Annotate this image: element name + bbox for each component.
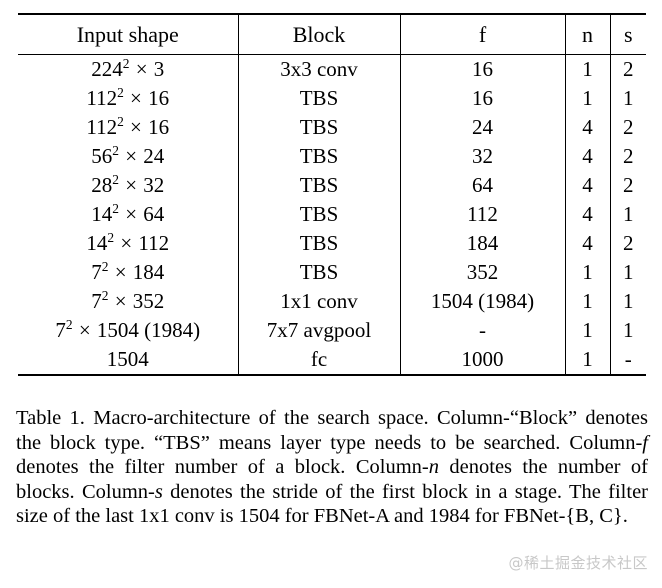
cell-input-shape: 72 × 352	[91, 288, 165, 313]
caption-text-segment: Table 1. Macro-architecture of the searc…	[16, 407, 648, 454]
cell-s: 1	[609, 84, 646, 113]
cell-n: 4	[564, 229, 610, 258]
cell-block: TBS	[237, 84, 400, 113]
cell-block: TBS	[237, 171, 400, 200]
cell-s: 2	[609, 54, 646, 84]
watermark: @稀土掘金技术社区	[508, 554, 648, 572]
cell-f: 352	[399, 258, 565, 287]
cell-f: 32	[399, 142, 565, 171]
cell-s: 1	[609, 287, 646, 316]
cell-n: 1	[564, 258, 610, 287]
cell-input-shape: 2242 × 3	[91, 56, 165, 81]
column-header-input-shape: Input shape	[18, 13, 238, 55]
table-caption: Table 1. Macro-architecture of the searc…	[16, 406, 648, 529]
cell-s: 1	[609, 316, 646, 345]
cell-input-shape: 72 × 184	[91, 259, 165, 284]
cell-block: fc	[237, 345, 400, 376]
caption-text-segment: denotes the stride of the first block in…	[16, 480, 648, 528]
cell-block: 3x3 conv	[237, 54, 400, 84]
cell-n: 1	[564, 84, 610, 113]
cell-f: 1504 (1984)	[399, 287, 565, 316]
cell-f: 16	[399, 54, 565, 84]
cell-block: TBS	[237, 229, 400, 258]
cell-n: 1	[564, 54, 610, 84]
cell-n: 4	[564, 142, 610, 171]
cell-s: 2	[609, 142, 646, 171]
cell-block: TBS	[237, 200, 400, 229]
caption-math-symbol: n	[428, 456, 439, 478]
caption-math-symbol: f	[642, 431, 648, 454]
cell-input-shape: 562 × 24	[91, 143, 165, 168]
caption-text-segment: denotes the number of blocks. Column-	[16, 456, 648, 503]
cell-block: TBS	[237, 258, 400, 287]
cell-f: 184	[399, 229, 565, 258]
cell-input-shape: 1122 × 16	[86, 85, 170, 110]
caption-math-symbol: s	[154, 480, 163, 503]
column-header-n: n	[564, 13, 610, 55]
cell-f: 112	[399, 200, 565, 229]
cell-n: 4	[564, 200, 610, 229]
cell-s: 2	[609, 113, 646, 142]
cell-s: 2	[609, 171, 646, 200]
cell-s: 1	[609, 200, 646, 229]
macro-architecture-table: Input shape Block f n s 2242 × 3 3x3 conv…	[18, 13, 646, 376]
column-header-f: f	[399, 13, 565, 55]
cell-s: -	[609, 345, 646, 376]
cell-f: -	[399, 316, 565, 345]
cell-input-shape: 1122 × 16	[86, 114, 170, 139]
cell-n: 4	[564, 113, 610, 142]
cell-f: 16	[399, 84, 565, 113]
cell-input-shape: 142 × 64	[91, 201, 165, 226]
cell-block: TBS	[237, 113, 400, 142]
cell-n: 1	[564, 345, 610, 376]
cell-s: 2	[609, 229, 646, 258]
column-header-s: s	[609, 13, 646, 55]
cell-n: 1	[564, 316, 610, 345]
table-header: Input shape Block f n s	[18, 13, 646, 55]
cell-s: 1	[609, 258, 646, 287]
cell-f: 1000	[399, 345, 565, 376]
cell-f: 64	[399, 171, 565, 200]
cell-input-shape: 1504	[18, 345, 238, 376]
cell-input-shape: 282 × 32	[91, 172, 165, 197]
cell-block: 1x1 conv	[237, 287, 400, 316]
column-header-block: Block	[237, 13, 400, 55]
cell-n: 4	[564, 171, 610, 200]
cell-input-shape: 72 × 1504 (1984)	[55, 317, 201, 342]
cell-n: 1	[564, 287, 610, 316]
macro-architecture-table-container: Input shape Block f n s 2242 × 3 3x3 conv…	[18, 13, 646, 376]
cell-input-shape: 142 × 112	[86, 230, 170, 255]
caption-text-segment: denotes the filter number of a block. Co…	[16, 456, 429, 478]
cell-f: 24	[399, 113, 565, 142]
table-header-row: Input shape Block f n s	[18, 13, 646, 55]
cell-block: TBS	[237, 142, 400, 171]
cell-block: 7x7 avgpool	[237, 316, 400, 345]
